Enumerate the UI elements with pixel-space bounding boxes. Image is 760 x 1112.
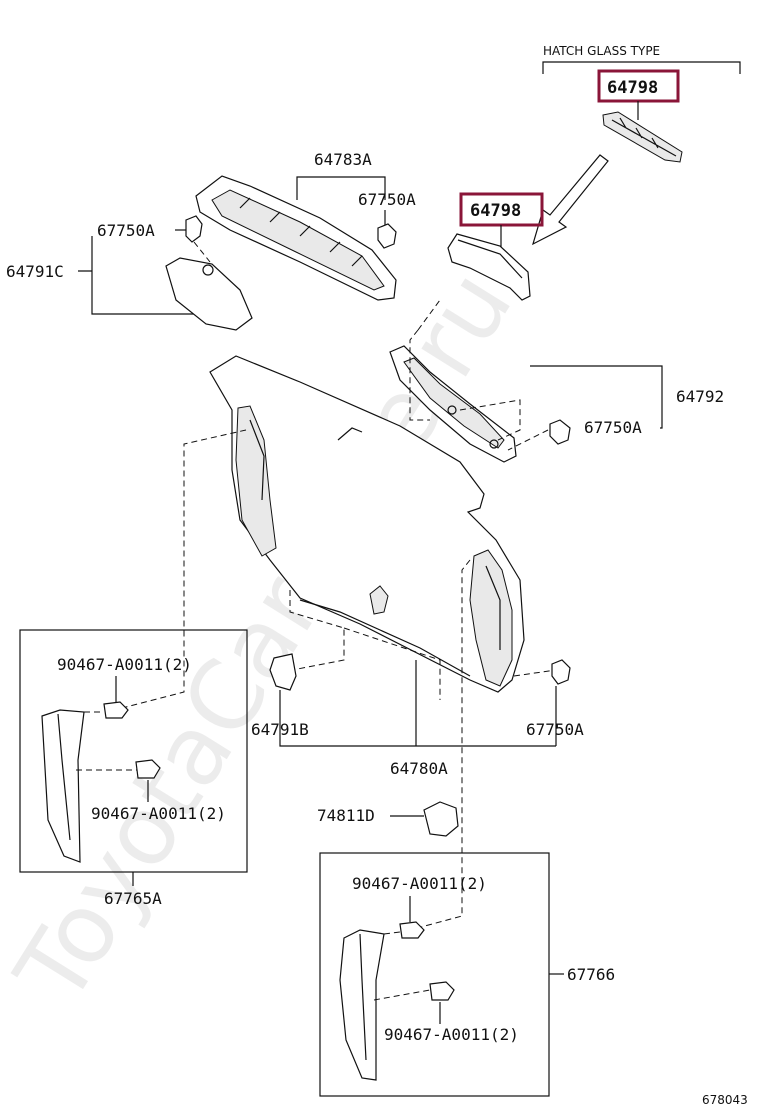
leader-64792 <box>530 365 663 429</box>
part-label-64780A[interactable]: 64780A <box>390 759 448 778</box>
dashed-link-left <box>121 429 247 709</box>
arrow-hatch-to-part <box>532 154 609 246</box>
part-label-67750A-4[interactable]: 67750A <box>526 720 584 739</box>
clip-67750A-4 <box>551 659 571 685</box>
part-67765A <box>41 709 85 863</box>
part-64798 <box>447 233 531 301</box>
part-label-64783A[interactable]: 64783A <box>314 150 372 169</box>
part-label-64792[interactable]: 64792 <box>676 387 724 406</box>
leader-64791C <box>78 236 198 315</box>
part-74811D <box>423 801 459 837</box>
clip-90467-2 <box>135 759 161 779</box>
part-64791C <box>165 257 253 331</box>
dashed-link-center <box>281 590 441 700</box>
part-64780A-right-panel <box>469 549 513 687</box>
part-label-90467-2[interactable]: 90467-A0011(2) <box>91 804 226 823</box>
dashed-link-upper <box>409 299 441 421</box>
part-label-64798-top[interactable]: 64798 <box>607 78 658 98</box>
part-label-64798-mid[interactable]: 64798 <box>470 201 521 221</box>
dashed-link-right <box>409 559 471 931</box>
part-label-67765A[interactable]: 67765A <box>104 889 162 908</box>
clip-90467-3 <box>399 921 425 939</box>
leader-64783A <box>296 176 386 200</box>
part-64791B <box>269 653 297 691</box>
clip-67750A-3 <box>549 419 571 445</box>
part-label-64791C[interactable]: 64791C <box>6 262 64 281</box>
part-label-67750A-3[interactable]: 67750A <box>584 418 642 437</box>
leader-64791B <box>279 660 556 747</box>
clip-90467-1 <box>103 701 129 719</box>
clip-67750A-1 <box>185 215 203 243</box>
part-label-90467-3[interactable]: 90467-A0011(2) <box>352 874 487 893</box>
part-label-67766[interactable]: 67766 <box>567 965 615 984</box>
part-64780A-left-panel <box>235 405 277 557</box>
clip-67750A-2 <box>377 223 397 249</box>
hatch-glass-type-label: HATCH GLASS TYPE <box>543 44 660 58</box>
part-label-67750A-2[interactable]: 67750A <box>358 190 416 209</box>
part-label-90467-4[interactable]: 90467-A0011(2) <box>384 1025 519 1044</box>
part-label-67750A-1[interactable]: 67750A <box>97 221 155 240</box>
part-label-90467-1[interactable]: 90467-A0011(2) <box>57 655 192 674</box>
figure-number: 678043 <box>702 1093 748 1107</box>
clip-90467-4 <box>429 981 455 1001</box>
part-67766 <box>339 929 385 1081</box>
part-label-74811D[interactable]: 74811D <box>317 806 375 825</box>
hatch-glass-bracket <box>542 61 741 74</box>
